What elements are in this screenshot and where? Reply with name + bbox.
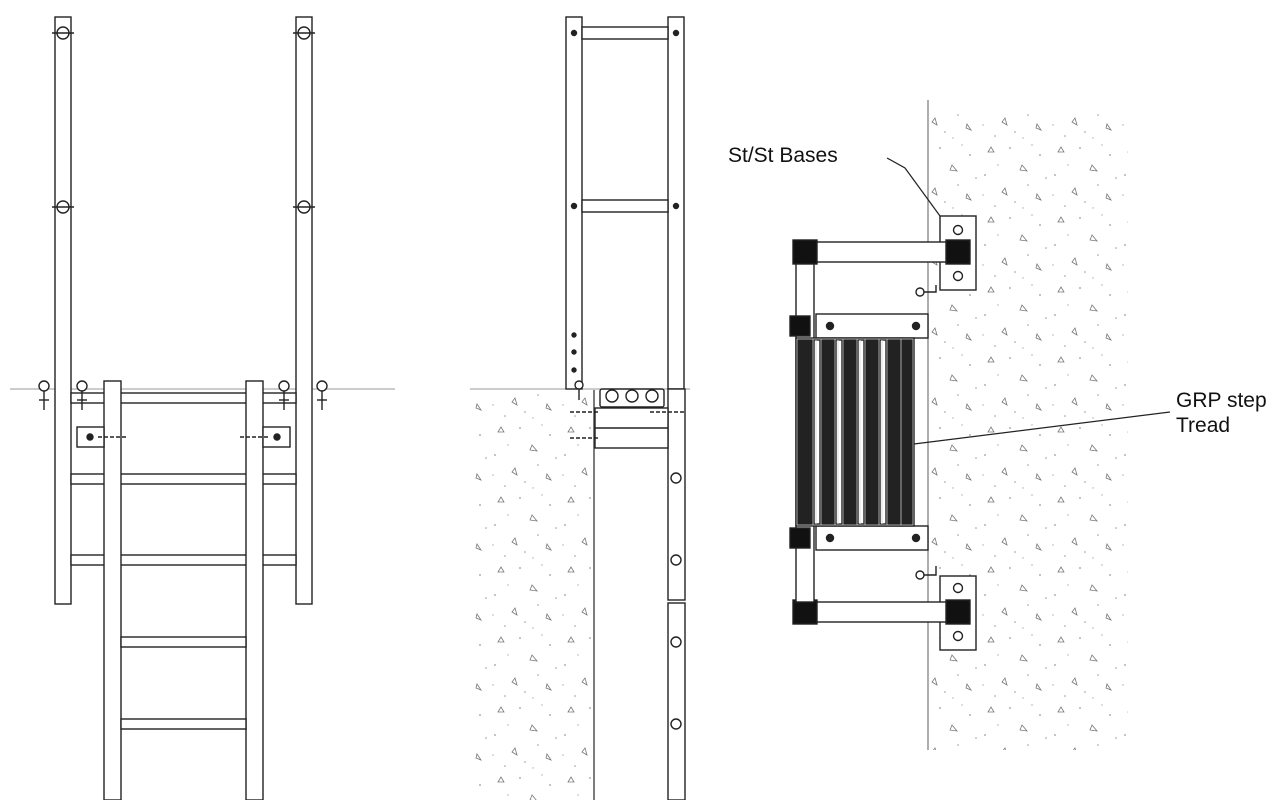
lower-horizontal-tube [804, 601, 947, 623]
lower-tube-end-cap [792, 599, 818, 625]
concrete-wall-section [474, 390, 594, 800]
grp-label-line2: Tread [1176, 414, 1231, 437]
right-ladder-stile [245, 380, 264, 800]
st-st-bases-label: St/St Bases [728, 144, 838, 167]
side-ladder-stile-lower [667, 602, 686, 800]
handrail-clamps [52, 26, 315, 214]
right-handrail-stile [295, 16, 313, 605]
grp-step-tread [795, 337, 915, 527]
side-ladder-stile-upper [667, 388, 686, 601]
side-elevation-view [470, 16, 690, 800]
rung [120, 718, 247, 730]
left-handrail-stile [54, 16, 72, 605]
lower-cross-rail [70, 554, 297, 566]
rung [120, 636, 247, 648]
grp-leader-line [913, 411, 1171, 445]
top-cross-rail [70, 392, 297, 404]
bases-leader-line [886, 157, 941, 217]
left-ladder-stile [103, 380, 122, 800]
front-elevation-view [10, 16, 395, 800]
upper-support-plate [815, 313, 929, 339]
upper-tube-end-cap [792, 239, 818, 265]
side-mid-rail [581, 199, 669, 213]
lower-base-black-cap [945, 599, 971, 625]
side-bolts [570, 380, 686, 439]
grp-label-line1: GRP step [1176, 389, 1267, 412]
ground-bolts [38, 380, 328, 410]
side-top-rail [581, 26, 669, 40]
upper-base-black-cap [945, 239, 971, 265]
mid-cross-rail [70, 473, 297, 485]
upper-horizontal-tube [804, 241, 947, 263]
concrete-wall-detail [928, 112, 1128, 750]
step-detail-view [789, 100, 1171, 750]
grp-step-tread-label: GRP step Tread [1176, 388, 1267, 438]
